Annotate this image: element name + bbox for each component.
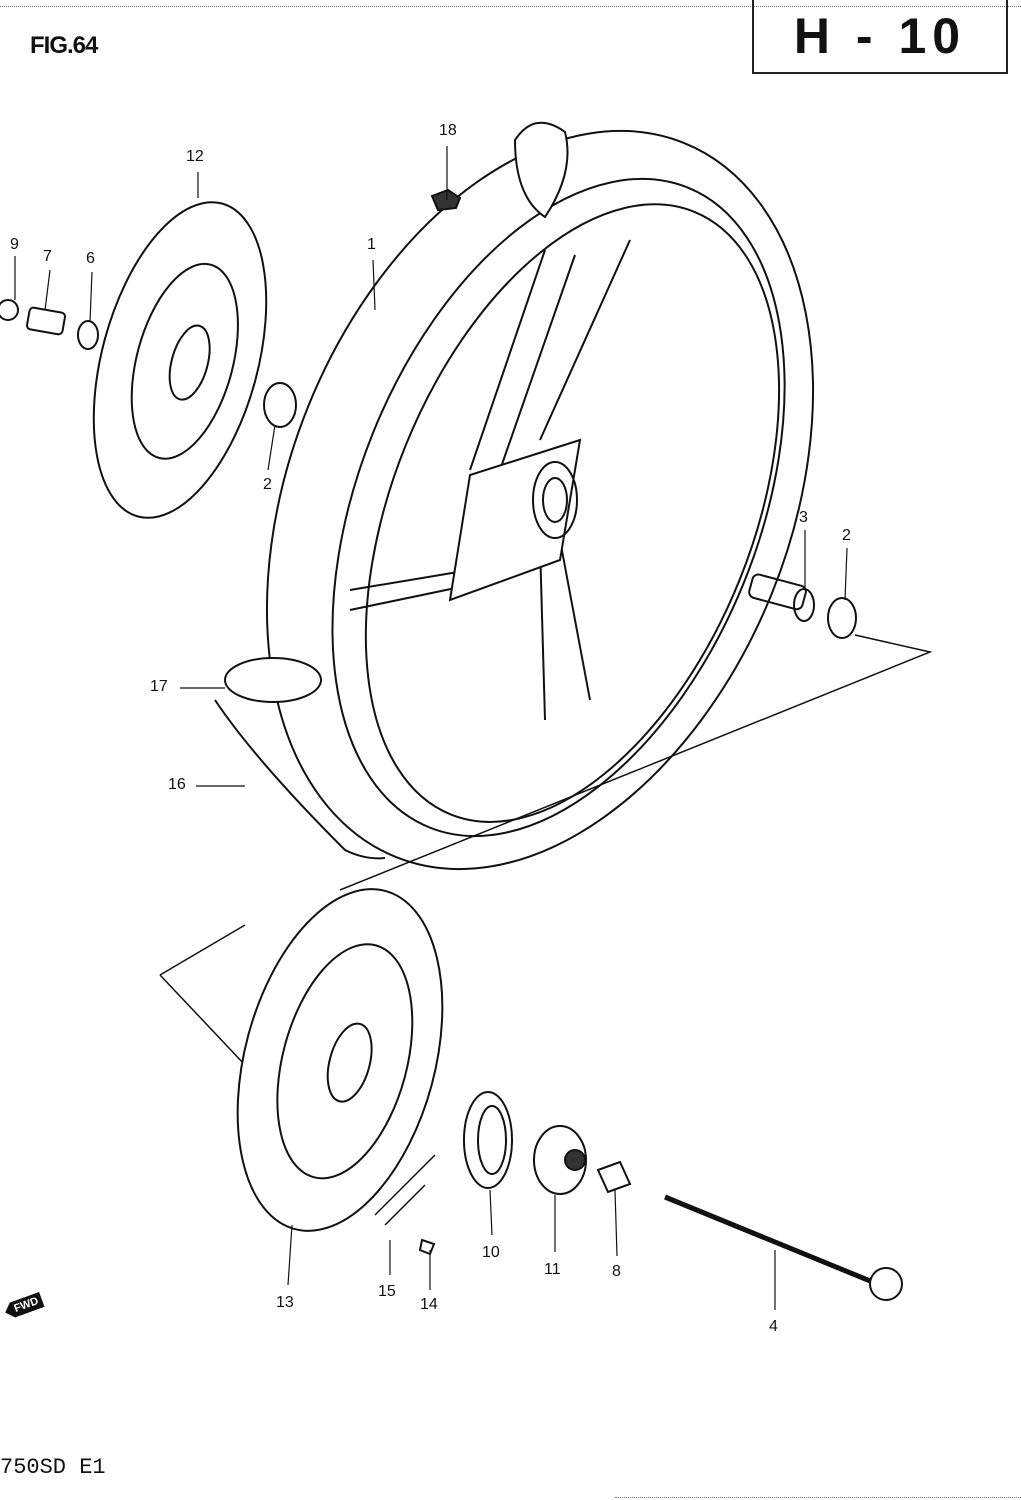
lower-brake-disc [236, 888, 444, 1232]
collar-3 [793, 588, 815, 622]
callout-14: 14 [420, 1296, 438, 1313]
page-code: H - 10 [793, 8, 967, 64]
callout-17: 17 [150, 678, 168, 695]
callout-15: 15 [378, 1283, 396, 1300]
callout-7: 7 [43, 248, 52, 265]
nut-9 [0, 299, 19, 321]
callout-1: 1 [367, 236, 376, 253]
spacer-axle [748, 573, 807, 611]
lock-washer-15 [374, 1154, 436, 1226]
spacer-7 [25, 306, 67, 336]
spacer-8 [596, 1160, 632, 1194]
tube-section [513, 121, 569, 219]
callout-11: 11 [544, 1261, 561, 1278]
callout-13: 13 [276, 1294, 294, 1311]
callout-9: 9 [10, 236, 19, 253]
wheel-spokes [349, 239, 631, 721]
axle-4 [664, 1194, 881, 1288]
bottom-border [615, 1497, 1021, 1498]
dust-seal-10 [463, 1091, 513, 1189]
callout-8: 8 [612, 1263, 621, 1280]
tread-section [214, 699, 386, 860]
callout-6: 6 [86, 250, 95, 267]
valve [430, 188, 462, 212]
callout-2-left: 2 [263, 476, 272, 493]
top-border [0, 6, 1021, 7]
bearing-2-right [827, 597, 857, 639]
callout-10: 10 [482, 1244, 500, 1261]
callout-3: 3 [799, 509, 808, 526]
page-code-box: H - 10 [752, 0, 1008, 74]
callout-2-right: 2 [842, 527, 851, 544]
model-code: 750SD E1 [0, 1455, 106, 1480]
upper-brake-disc [92, 201, 268, 519]
callout-12: 12 [186, 148, 204, 165]
callout-16: 16 [168, 776, 186, 793]
tire-section [224, 657, 322, 703]
callout-18: 18 [439, 122, 457, 139]
figure-number: FIG.64 [30, 32, 98, 59]
bearing-2-left [263, 382, 297, 428]
bolt-14 [418, 1238, 436, 1256]
bearing-6 [77, 320, 99, 350]
callout-4: 4 [769, 1318, 778, 1335]
tire [265, 129, 815, 871]
leader-lines [14, 146, 848, 1310]
